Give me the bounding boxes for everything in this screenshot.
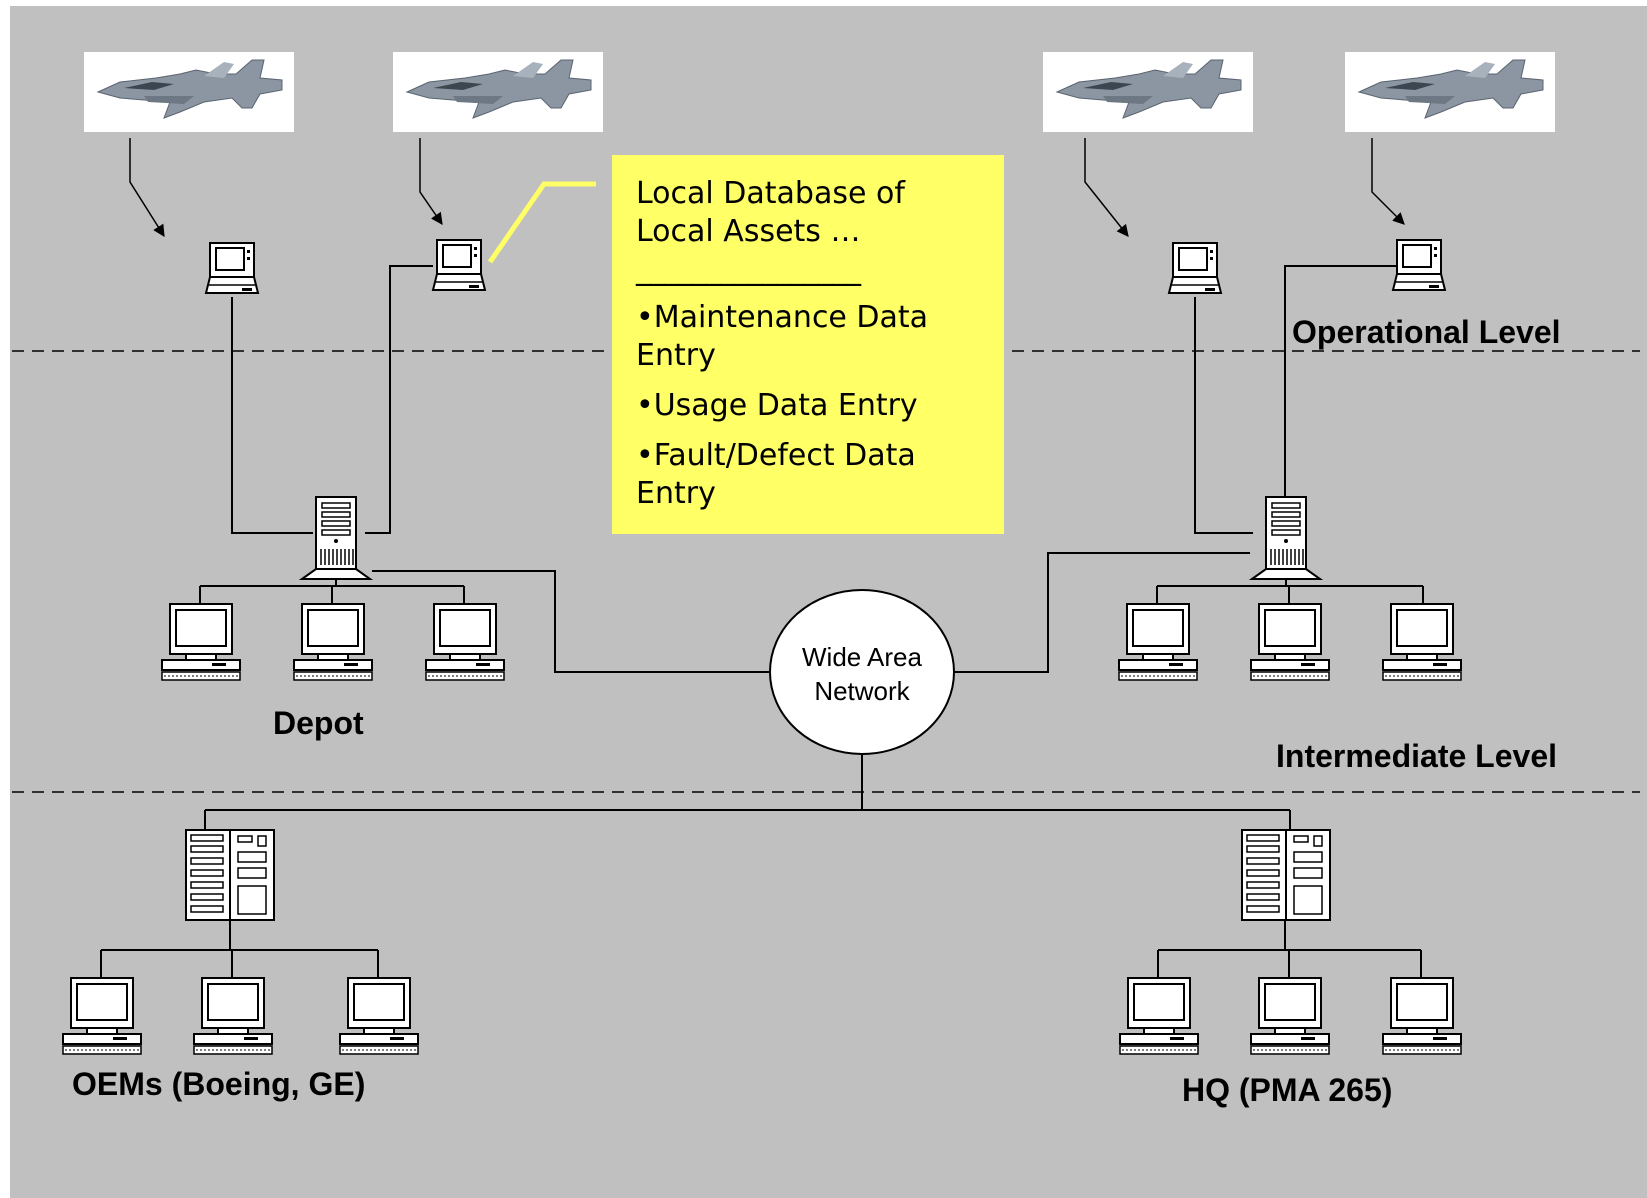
desktop-computer-icon bbox=[1250, 603, 1330, 681]
hq-label: HQ (PMA 265) bbox=[1182, 1072, 1393, 1108]
laptop-icon bbox=[205, 242, 259, 294]
fighter-jet-icon bbox=[83, 51, 295, 133]
intermediate-level-label: Intermediate Level bbox=[1276, 738, 1557, 774]
desktop-computer-icon bbox=[161, 603, 241, 681]
network-links bbox=[100, 265, 1433, 978]
desktop-computer-icon bbox=[1250, 977, 1330, 1055]
desktop-computer-icon bbox=[193, 977, 273, 1055]
desktop-computer-icon bbox=[339, 977, 419, 1055]
laptop-icon bbox=[432, 239, 486, 291]
desktop-computer-icon bbox=[1382, 603, 1462, 681]
wan-label-line: Wide Area bbox=[802, 642, 922, 672]
desktop-computer-icon bbox=[1119, 977, 1199, 1055]
desktop-computer-icon bbox=[425, 603, 505, 681]
laptop-icon bbox=[1168, 242, 1222, 294]
desktop-computer-icon bbox=[293, 603, 373, 681]
wan-cloud bbox=[769, 589, 955, 755]
callout-line: Local Assets … bbox=[636, 214, 861, 249]
desktop-computer-icon bbox=[1118, 603, 1198, 681]
fighter-jet-icon bbox=[1042, 51, 1254, 133]
oems-label: OEMs (Boeing, GE) bbox=[72, 1066, 366, 1102]
local-database-callout: Local Database of Local Assets … _______… bbox=[612, 155, 1004, 534]
wan-label-line: Network bbox=[814, 676, 910, 706]
callout-bullet: •Fault/Defect Data Entry bbox=[636, 438, 916, 511]
callout-bullet: •Maintenance Data Entry bbox=[636, 300, 929, 373]
data-flow-arrows bbox=[129, 138, 1405, 238]
wan-label: Wide Area Network bbox=[770, 640, 954, 708]
mainframe-server-icon bbox=[1241, 829, 1331, 921]
desktop-computer-icon bbox=[62, 977, 142, 1055]
fighter-jet-icon bbox=[392, 51, 604, 133]
desktop-computer-icon bbox=[1382, 977, 1462, 1055]
laptop-icon bbox=[1392, 239, 1446, 291]
callout-leader bbox=[487, 181, 596, 264]
callout-separator: ________________ bbox=[636, 252, 861, 287]
depot-label: Depot bbox=[273, 705, 364, 741]
callout-line: Local Database of bbox=[636, 176, 905, 211]
mainframe-server-icon bbox=[185, 829, 275, 921]
operational-level-label: Operational Level bbox=[1292, 314, 1561, 350]
fighter-jet-icon bbox=[1344, 51, 1556, 133]
callout-bullet: •Usage Data Entry bbox=[636, 388, 918, 423]
